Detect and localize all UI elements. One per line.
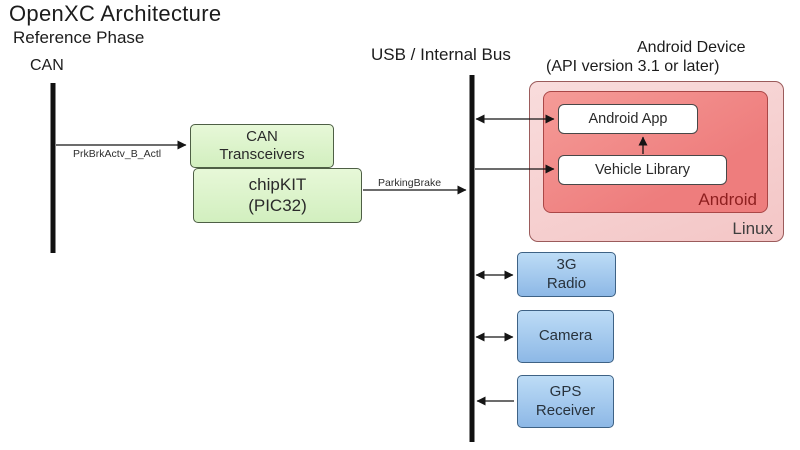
gps-receiver-node: GPS Receiver xyxy=(517,375,614,428)
vehicle-library-label: Vehicle Library xyxy=(594,162,691,178)
phase-label: Reference Phase xyxy=(13,28,145,47)
can-signal-label: PrkBrkActv_B_Actl xyxy=(73,148,162,160)
diagram-title: OpenXC Architecture xyxy=(9,1,222,26)
gps-receiver-label: GPS Receiver xyxy=(535,383,596,419)
can-transceivers-node: CAN Transceivers xyxy=(190,124,334,168)
usb-bus-label: USB / Internal Bus xyxy=(371,45,511,64)
bus-signal-label: ParkingBrake xyxy=(378,177,442,189)
chipkit-label: chipKIT (PIC32) xyxy=(248,174,307,215)
android-device-title: Android Device xyxy=(637,39,746,56)
chipkit-node: chipKIT (PIC32) xyxy=(193,168,362,223)
3g-radio-label: 3G Radio xyxy=(546,256,587,292)
android-app-node: Android App xyxy=(558,104,698,134)
camera-node: Camera xyxy=(517,310,614,363)
can-transceivers-label: CAN Transceivers xyxy=(219,127,305,163)
android-label: Android xyxy=(698,190,757,209)
can-bus-label: CAN xyxy=(30,57,64,74)
android-api-version: (API version 3.1 or later) xyxy=(546,58,720,75)
vehicle-library-node: Vehicle Library xyxy=(558,155,727,185)
android-app-label: Android App xyxy=(588,111,668,127)
camera-label: Camera xyxy=(538,327,593,345)
linux-label: Linux xyxy=(732,219,773,238)
3g-radio-node: 3G Radio xyxy=(517,252,616,297)
